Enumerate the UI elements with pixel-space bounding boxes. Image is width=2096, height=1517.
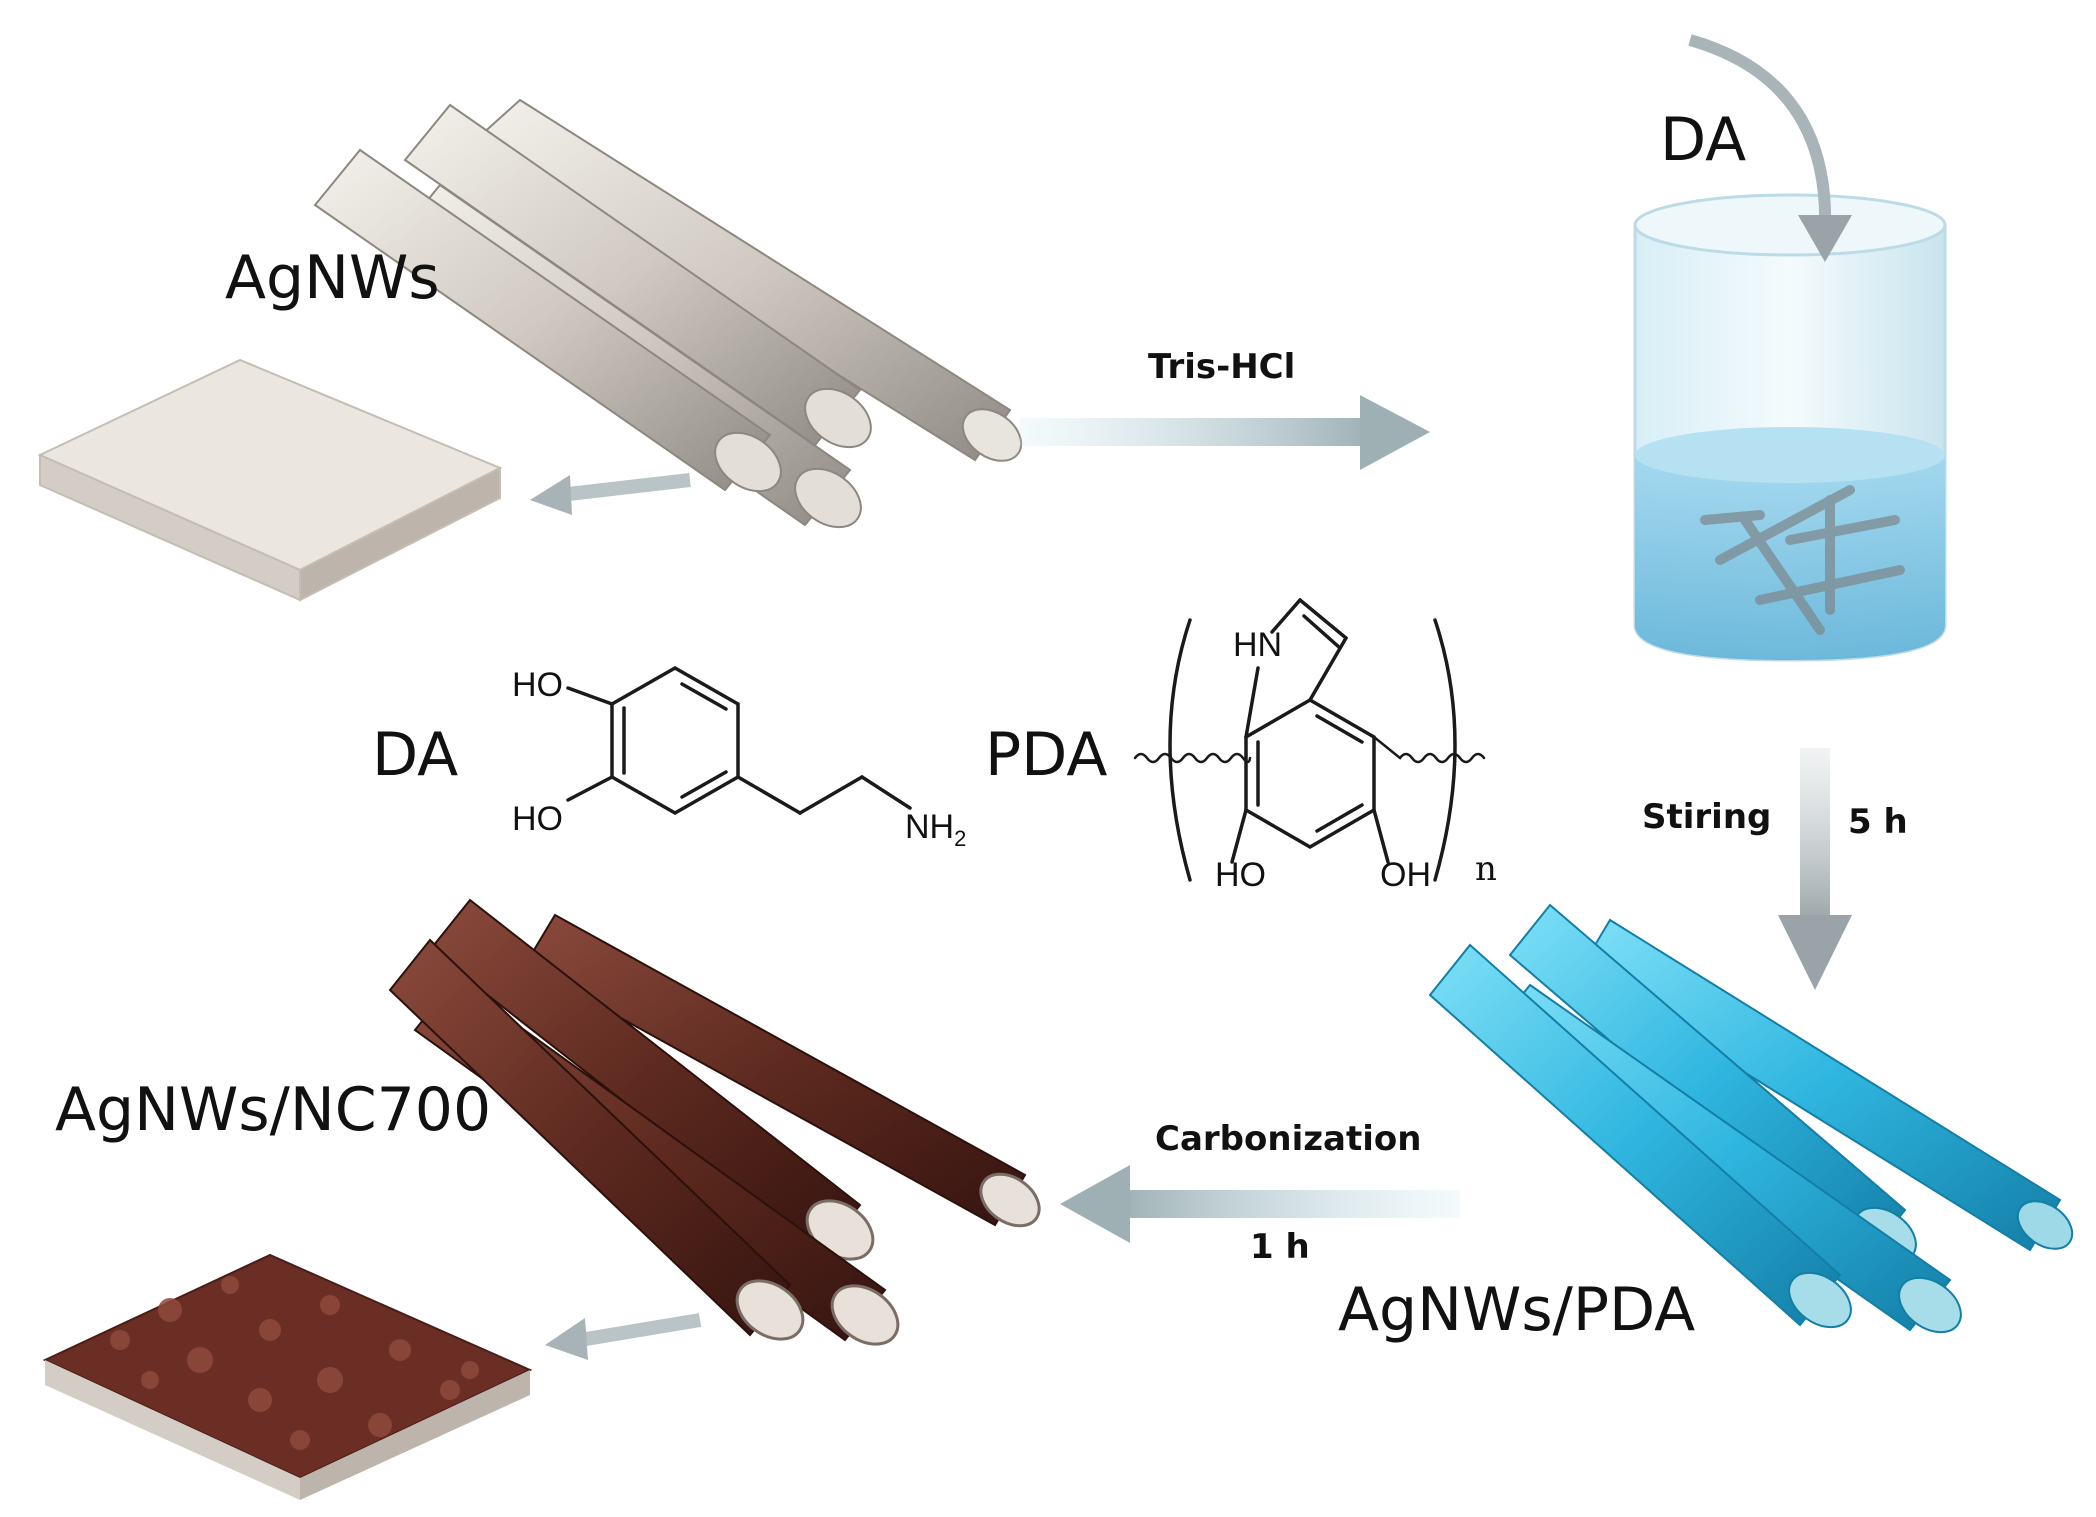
dopamine-ho-top: HO	[512, 666, 563, 704]
dopamine-nh2: NH2	[905, 808, 967, 851]
arrow-carbonization	[1060, 1165, 1460, 1243]
carbon-nanowire-bundle	[388, 898, 1041, 1346]
arrow-tris	[1020, 395, 1430, 470]
arrow-stirring	[1778, 748, 1852, 990]
label-agnws-nc700: AgNWs/NC700	[55, 1075, 492, 1145]
arrow-to-substrate-bottom	[545, 1313, 702, 1360]
arrow-to-substrate-top	[530, 473, 691, 515]
label-da-top: DA	[1660, 105, 1747, 175]
nanowires-in-solution	[1700, 485, 1905, 635]
pda-nanowire-bundle	[1428, 903, 2074, 1334]
silver-substrate	[37, 358, 503, 602]
step-carbonization: Carbonization	[1155, 1119, 1422, 1159]
pda-oh: OH	[1380, 856, 1431, 894]
label-da-mid: DA	[372, 720, 459, 790]
step-stirring: Stiring	[1642, 797, 1772, 837]
carbon-substrate	[42, 1253, 533, 1500]
dopamine-structure	[566, 665, 912, 816]
step-tris-hcl: Tris-HCl	[1148, 347, 1296, 387]
pda-repeat-n: n	[1475, 849, 1497, 889]
label-agnws: AgNWs	[225, 243, 440, 313]
polydopamine-structure	[1133, 598, 1486, 882]
beaker	[1633, 193, 1947, 662]
step-carb-time: 1 h	[1250, 1227, 1310, 1267]
label-agnws-pda: AgNWs/PDA	[1338, 1275, 1696, 1345]
pda-ho: HO	[1215, 856, 1266, 894]
step-stir-time: 5 h	[1848, 802, 1908, 842]
dopamine-ho-bottom: HO	[512, 800, 563, 838]
label-pda: PDA	[985, 720, 1108, 790]
pda-hn: HN	[1233, 626, 1283, 664]
arrow-da-into-beaker	[1688, 34, 1852, 262]
silver-nanowire-bundle	[313, 98, 1023, 529]
